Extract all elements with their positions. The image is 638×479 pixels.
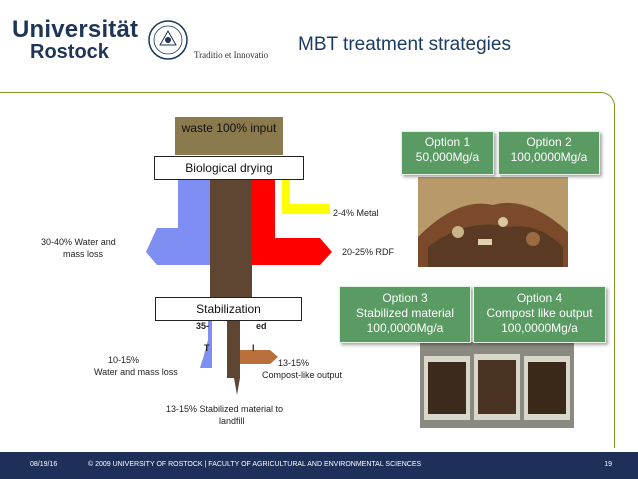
option-3-material: Stabilized material (355, 306, 455, 320)
partial-label-1: 35- (196, 321, 210, 331)
logo-line-2: Rostock (30, 41, 109, 63)
water-loss-flow-2 (200, 318, 212, 368)
compost-bins-photo (420, 342, 574, 428)
option-4-capacity: 100,0000Mg/a (501, 321, 578, 335)
content-frame (0, 92, 615, 448)
option-2-box: Option 2 100,0000Mg/a (498, 131, 600, 175)
rdf-flow (252, 178, 332, 265)
waste-pile-image-icon (418, 177, 568, 267)
water-loss-1-label-line2: mass loss (63, 249, 104, 259)
logo-line-1: Universität (12, 16, 139, 43)
partial-label-2: T (204, 343, 210, 353)
metal-label: 2-4% Metal (333, 208, 379, 218)
stabilized-label-line1: 13-15% Stabilized material to (166, 404, 284, 414)
compost-bins-image-icon (420, 342, 574, 428)
water-loss-2-label-line1: 10-15% (108, 355, 140, 365)
option-3-capacity: 100,0000Mg/a (366, 321, 444, 335)
water-loss-flow-1 (146, 178, 210, 265)
input-box: waste 100% input (175, 117, 283, 155)
stage-biological-drying: Biological drying (154, 156, 304, 180)
university-seal-icon (148, 20, 188, 60)
water-loss-1-label-line1: 30-40% Water and (41, 237, 116, 247)
footer-date: 08/19/16 (30, 461, 58, 468)
motto: Traditio et Innovatio (194, 50, 269, 60)
option-2-title: Option 2 (526, 135, 572, 149)
slide-title: MBT treatment strategies (298, 34, 511, 55)
stage-stabilization: Stabilization (155, 297, 302, 321)
page-number: 19 (604, 461, 612, 468)
option-1-capacity: 50,000Mg/a (415, 150, 480, 164)
option-1-box: Option 1 50,000Mg/a (401, 131, 494, 175)
partial-label-2b: l (252, 343, 255, 353)
water-loss-2-label-line2: Water and mass loss (94, 367, 178, 377)
option-4-material: Compost like output (486, 306, 593, 320)
option-4-box: Option 4 Compost like output 100,0000Mg/… (473, 286, 606, 343)
stabilized-label-line2: landfill (219, 416, 245, 426)
option-1-title: Option 1 (424, 135, 471, 149)
rdf-label: 20-25% RDF (342, 247, 395, 257)
metal-flow (282, 180, 330, 214)
university-logo: Universität Rostock (12, 16, 139, 63)
stage-2-label: Stabilization (196, 302, 261, 316)
option-4-title: Option 4 (516, 291, 563, 305)
main-flow (210, 178, 252, 395)
compost-label-line2: Compost-like output (262, 370, 343, 380)
input-label: waste 100% input (181, 121, 277, 135)
option-3-title: Option 3 (382, 291, 428, 305)
compost-label-line1: 13-15% (278, 358, 310, 368)
footer-bar: 08/19/16 © 2009 UNIVERSITY OF ROSTOCK | … (0, 452, 638, 479)
footer-copyright: © 2009 UNIVERSITY OF ROSTOCK | FACULTY O… (88, 461, 422, 468)
option-3-box: Option 3 Stabilized material 100,0000Mg/… (339, 286, 471, 343)
stage-1-label: Biological drying (185, 161, 273, 175)
waste-pile-photo (418, 177, 568, 267)
compost-flow (240, 350, 278, 364)
option-2-capacity: 100,0000Mg/a (510, 150, 588, 164)
partial-label-1b: ed (256, 321, 267, 331)
